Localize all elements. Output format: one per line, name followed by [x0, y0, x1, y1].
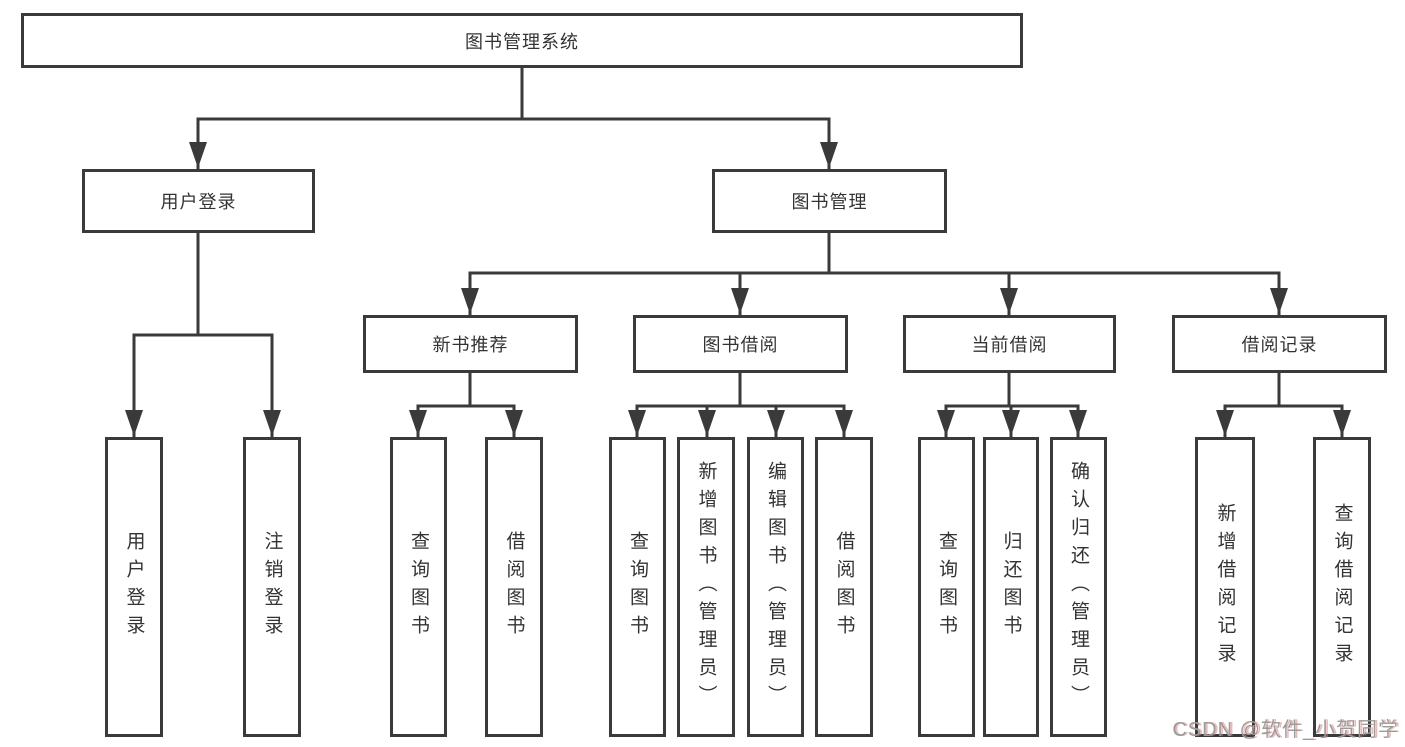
- node-current-borrowing: 当前借阅: [903, 315, 1116, 373]
- node-label: 用户登录: [123, 531, 145, 643]
- leaf-borrow-books-recommend: 借阅图书: [485, 437, 543, 737]
- node-library-management-system: 图书管理系统: [21, 13, 1023, 68]
- node-label: 查询图书: [627, 531, 648, 643]
- node-label: 借阅图书: [503, 531, 525, 643]
- node-label: 确认归还（管理员）: [1068, 461, 1089, 713]
- leaf-query-borrow-record: 查询借阅记录: [1313, 437, 1371, 737]
- leaf-return-book: 归还图书: [983, 437, 1039, 737]
- leaf-query-books-recommend: 查询图书: [390, 437, 447, 737]
- node-label: 查询借阅记录: [1331, 503, 1353, 671]
- leaf-add-book-admin: 新增图书（管理员）: [677, 437, 735, 737]
- node-label: 新书推荐: [432, 335, 509, 355]
- node-label: 借阅记录: [1241, 335, 1318, 355]
- leaf-confirm-return-admin: 确认归还（管理员）: [1050, 437, 1107, 737]
- node-label: 查询图书: [936, 531, 957, 643]
- node-label: 归还图书: [1000, 531, 1022, 643]
- csdn-watermark: CSDN @软件_小贺同学: [1172, 719, 1399, 741]
- node-user-login: 用户登录: [82, 169, 315, 233]
- node-borrowing-records: 借阅记录: [1172, 315, 1387, 373]
- leaf-add-borrow-record: 新增借阅记录: [1195, 437, 1255, 737]
- leaf-user-login: 用户登录: [105, 437, 163, 737]
- node-label: 图书管理系统: [465, 31, 579, 52]
- node-label: 图书管理: [791, 192, 868, 212]
- leaf-logout-login: 注销登录: [243, 437, 301, 737]
- node-book-borrowing: 图书借阅: [633, 315, 848, 373]
- node-new-book-recommend: 新书推荐: [363, 315, 578, 373]
- node-label: 借阅图书: [833, 531, 855, 643]
- leaf-query-books-current: 查询图书: [918, 437, 975, 737]
- node-book-management: 图书管理: [712, 169, 947, 233]
- node-label: 编辑图书（管理员）: [765, 461, 786, 713]
- node-label: 图书借阅: [702, 335, 779, 355]
- node-label: 注销登录: [261, 531, 283, 643]
- node-label: 查询图书: [408, 531, 429, 643]
- node-label: 新增图书（管理员）: [695, 461, 717, 713]
- leaf-query-books-borrowing: 查询图书: [609, 437, 666, 737]
- node-label: 新增借阅记录: [1214, 503, 1236, 671]
- leaf-edit-book-admin: 编辑图书（管理员）: [747, 437, 804, 737]
- node-label: 当前借阅: [971, 335, 1048, 355]
- node-label: 用户登录: [160, 192, 237, 212]
- leaf-borrow-books: 借阅图书: [815, 437, 873, 737]
